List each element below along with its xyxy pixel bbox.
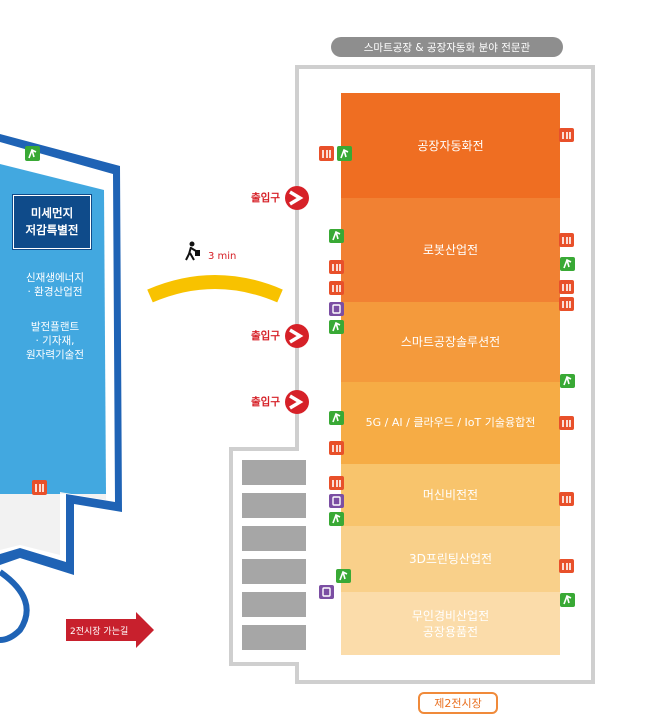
entrance-label: 출입구 <box>251 330 280 342</box>
entrance-arrow-icon[interactable] <box>285 186 309 210</box>
zone-security-supplies[interactable] <box>341 592 560 655</box>
zone-label-smart-factory: 스마트공장솔루션전 <box>400 335 501 349</box>
nursing-room-icon <box>319 585 334 599</box>
entrance-arrow-icon[interactable] <box>285 390 309 414</box>
booth-block <box>242 460 306 485</box>
entrance-label: 출입구 <box>251 396 280 408</box>
restroom-icon <box>329 441 344 455</box>
restroom-icon <box>559 297 574 311</box>
zone-label-machine-vision: 머신비전전 <box>422 488 479 502</box>
booth-block <box>242 493 306 518</box>
emergency-exit-icon <box>329 512 344 526</box>
restroom-icon <box>559 416 574 430</box>
emergency-exit-icon <box>337 146 352 161</box>
zone-5g-ai-iot[interactable] <box>341 382 560 464</box>
restroom-icon <box>559 233 574 247</box>
zone-stack <box>341 93 560 655</box>
booth-block <box>242 592 306 617</box>
restroom-icon <box>329 476 344 490</box>
restroom-icon <box>32 480 47 495</box>
nursing-room-icon <box>329 302 344 316</box>
emergency-exit-icon <box>560 257 575 271</box>
booth-block <box>242 625 306 650</box>
zone-label-renewable-energy: 신재생에너지 · 환경산업전 <box>26 272 84 298</box>
emergency-exit-icon <box>560 593 575 607</box>
restroom-icon <box>559 559 574 573</box>
zone-robot[interactable] <box>341 198 560 302</box>
hall-title: 스마트공장 & 공장자동화 분야 전문관 <box>331 37 563 57</box>
special-zone-label: 미세먼지 저감특별전 <box>13 195 91 249</box>
zone-label-factory-automation: 공장자동화전 <box>417 138 484 153</box>
zone-3d-printing[interactable] <box>341 526 560 592</box>
restroom-icon <box>559 128 574 142</box>
restroom-icon <box>559 492 574 506</box>
emergency-exit-icon <box>560 374 575 388</box>
zone-machine-vision[interactable] <box>341 464 560 526</box>
emergency-exit-icon <box>329 320 344 334</box>
route-label[interactable]: 2전시장 가는길 <box>70 627 129 637</box>
zone-label-3d-printing: 3D프린팅산업전 <box>408 552 493 566</box>
zone-label-5g-ai-iot: 5G / AI / 클라우드 / IoT 기술융합전 <box>365 416 536 429</box>
booth-block <box>242 559 306 584</box>
zone-label-robot: 로봇산업전 <box>422 243 479 257</box>
emergency-exit-icon <box>329 229 344 243</box>
zone-factory-automation[interactable] <box>341 93 560 198</box>
restroom-icon <box>559 280 574 294</box>
emergency-exit-icon <box>329 411 344 425</box>
zone-smart-factory[interactable] <box>341 302 560 382</box>
restroom-icon <box>329 260 344 274</box>
walking-person-icon <box>185 241 200 261</box>
entrance-arrow-icon[interactable] <box>285 324 309 348</box>
zone-label-security-supplies: 무인경비산업전 공장용품전 <box>411 608 490 639</box>
travel-time: 3 min <box>208 251 237 262</box>
nursing-room-icon <box>329 494 344 508</box>
route-arrow[interactable] <box>66 612 154 648</box>
booth-block <box>242 526 306 551</box>
hall-name: 제2전시장 <box>418 692 498 714</box>
facility-icons <box>25 128 575 607</box>
emergency-exit-icon <box>25 146 40 161</box>
emergency-exit-icon <box>336 569 351 583</box>
restroom-icon <box>319 146 334 161</box>
walkway <box>147 275 283 303</box>
entrance-label: 출입구 <box>251 192 280 204</box>
restroom-icon <box>329 281 344 295</box>
zone-label-power-plant: 발전플랜트 · 기자재, 원자력기술전 <box>26 321 84 361</box>
